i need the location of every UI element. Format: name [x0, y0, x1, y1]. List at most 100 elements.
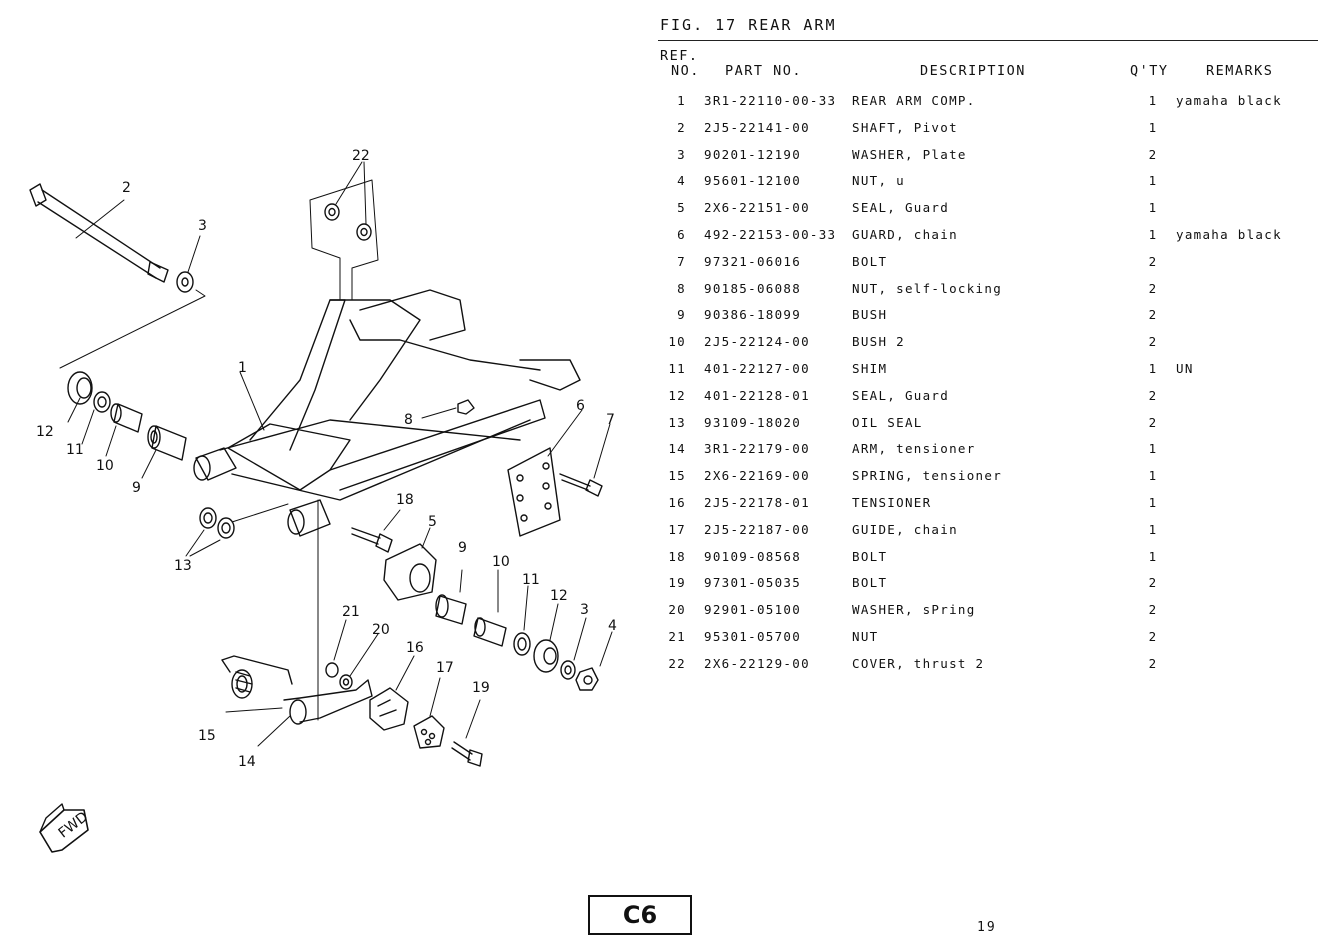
qty-cell: 2 [1148, 629, 1158, 644]
description-cell: SHIM [852, 361, 888, 376]
callout-20: 20 [372, 622, 390, 638]
qty-cell: 2 [1148, 575, 1158, 591]
qty-cell: 2 [1148, 602, 1158, 618]
part-number-cell: 401-22128-01 [704, 387, 810, 403]
callout-22: 22 [352, 148, 370, 164]
description-cell: BOLT [852, 548, 888, 564]
header-description: DESCRIPTION [920, 63, 1026, 79]
ref-cell: 11 [668, 361, 686, 376]
ref-cell: 22 [668, 655, 686, 671]
part-number-cell: 2X6-22151-00 [704, 200, 810, 216]
description-cell: REAR ARM COMP. [852, 93, 976, 108]
callout-15: 15 [198, 728, 216, 744]
pivot-shaft-part [29, 183, 169, 283]
description-cell: OIL SEAL [852, 414, 923, 430]
description-cell: NUT, u [852, 173, 905, 189]
qty-cell: 1 [1148, 441, 1158, 457]
callout-9b: 9 [458, 540, 467, 556]
qty-cell: 1 [1148, 200, 1158, 216]
qty-cell: 2 [1148, 253, 1158, 269]
tensioner-group-part [221, 619, 483, 767]
description-cell: GUARD, chain [852, 227, 958, 242]
qty-cell: 2 [1148, 146, 1158, 162]
qty-cell: 2 [1148, 387, 1158, 403]
callout-14: 14 [238, 754, 256, 770]
qty-cell: 2 [1148, 414, 1158, 430]
part-number-cell: 2X6-22129-00 [704, 655, 810, 671]
callout-3b: 3 [580, 602, 589, 618]
header-rule [658, 40, 1318, 41]
header-ref-line1: REF. [660, 48, 699, 64]
ref-cell: 14 [668, 441, 686, 457]
callout-10: 10 [96, 458, 114, 474]
fwd-arrow-icon: FWD [39, 803, 91, 853]
callout-11: 11 [66, 442, 84, 458]
ref-cell: 3 [677, 146, 686, 162]
ref-cell: 16 [668, 495, 686, 510]
ref-cell: 19 [668, 575, 686, 591]
qty-cell: 2 [1148, 307, 1158, 323]
callout-6: 6 [576, 398, 585, 414]
callout-16: 16 [406, 640, 424, 656]
ref-cell: 2 [677, 119, 686, 135]
qty-cell: 2 [1148, 655, 1158, 671]
part-number-cell: 90109-08568 [704, 548, 802, 564]
part-number-cell: 401-22127-00 [704, 361, 810, 376]
callout-19: 19 [472, 680, 490, 696]
page-number: 19 [977, 920, 997, 935]
ref-cell: 20 [668, 602, 686, 618]
callouts: 1 2 3 4 5 6 7 8 9 10 11 12 13 14 15 16 1… [36, 148, 617, 770]
exploded-diagram: FWD 1 2 3 4 5 6 7 8 9 10 11 12 13 14 15 … [29, 148, 617, 853]
part-number-cell: 93109-18020 [704, 414, 802, 430]
table-row: 22 2X6-22129-00 COVER, thrust 2 2 [0, 656, 1321, 676]
description-cell: TENSIONER [852, 495, 932, 510]
header-ref-line2: NO. [671, 63, 700, 79]
description-cell: SEAL, Guard [852, 200, 950, 216]
washer-part [176, 271, 194, 293]
qty-cell: 1 [1148, 468, 1158, 484]
remarks-cell: yamaha black [1176, 227, 1282, 242]
description-cell: SHAFT, Pivot [852, 119, 958, 135]
bushing-stack-left [67, 371, 187, 461]
qty-cell: 1 [1148, 173, 1158, 189]
callout-13: 13 [174, 558, 192, 574]
table-row: 13 93109-18020 OIL SEAL 2 [0, 415, 1321, 435]
part-number-cell: 2J5-22141-00 [704, 119, 810, 135]
remarks-cell: UN [1176, 361, 1194, 376]
description-cell: SEAL, Guard [852, 387, 950, 403]
part-number-cell: 2X6-22169-00 [704, 468, 810, 484]
figure-title: FIG. 17 REAR ARM [660, 16, 837, 34]
table-row: 12 401-22128-01 SEAL, Guard 2 [0, 388, 1321, 408]
description-cell: NUT, self-locking [852, 280, 1003, 296]
part-number-cell: 92901-05100 [704, 602, 802, 618]
ref-cell: 7 [677, 253, 686, 269]
part-number-cell: 492-22153-00-33 [704, 227, 837, 242]
callout-8: 8 [404, 412, 413, 428]
ref-cell: 13 [668, 414, 686, 430]
qty-cell: 1 [1148, 495, 1158, 510]
callout-18: 18 [396, 492, 414, 508]
ref-cell: 18 [668, 548, 686, 564]
ref-cell: 4 [677, 173, 686, 189]
qty-cell: 1 [1148, 93, 1158, 108]
header-part-no: PART NO. [725, 63, 803, 79]
description-cell: COVER, thrust 2 [852, 655, 985, 671]
ref-cell: 12 [668, 387, 686, 403]
ref-cell: 1 [677, 93, 686, 108]
oil-seal-parts [185, 503, 289, 557]
callout-17: 17 [436, 660, 454, 676]
bushing-stack-right [435, 569, 613, 691]
callout-1: 1 [238, 360, 247, 376]
